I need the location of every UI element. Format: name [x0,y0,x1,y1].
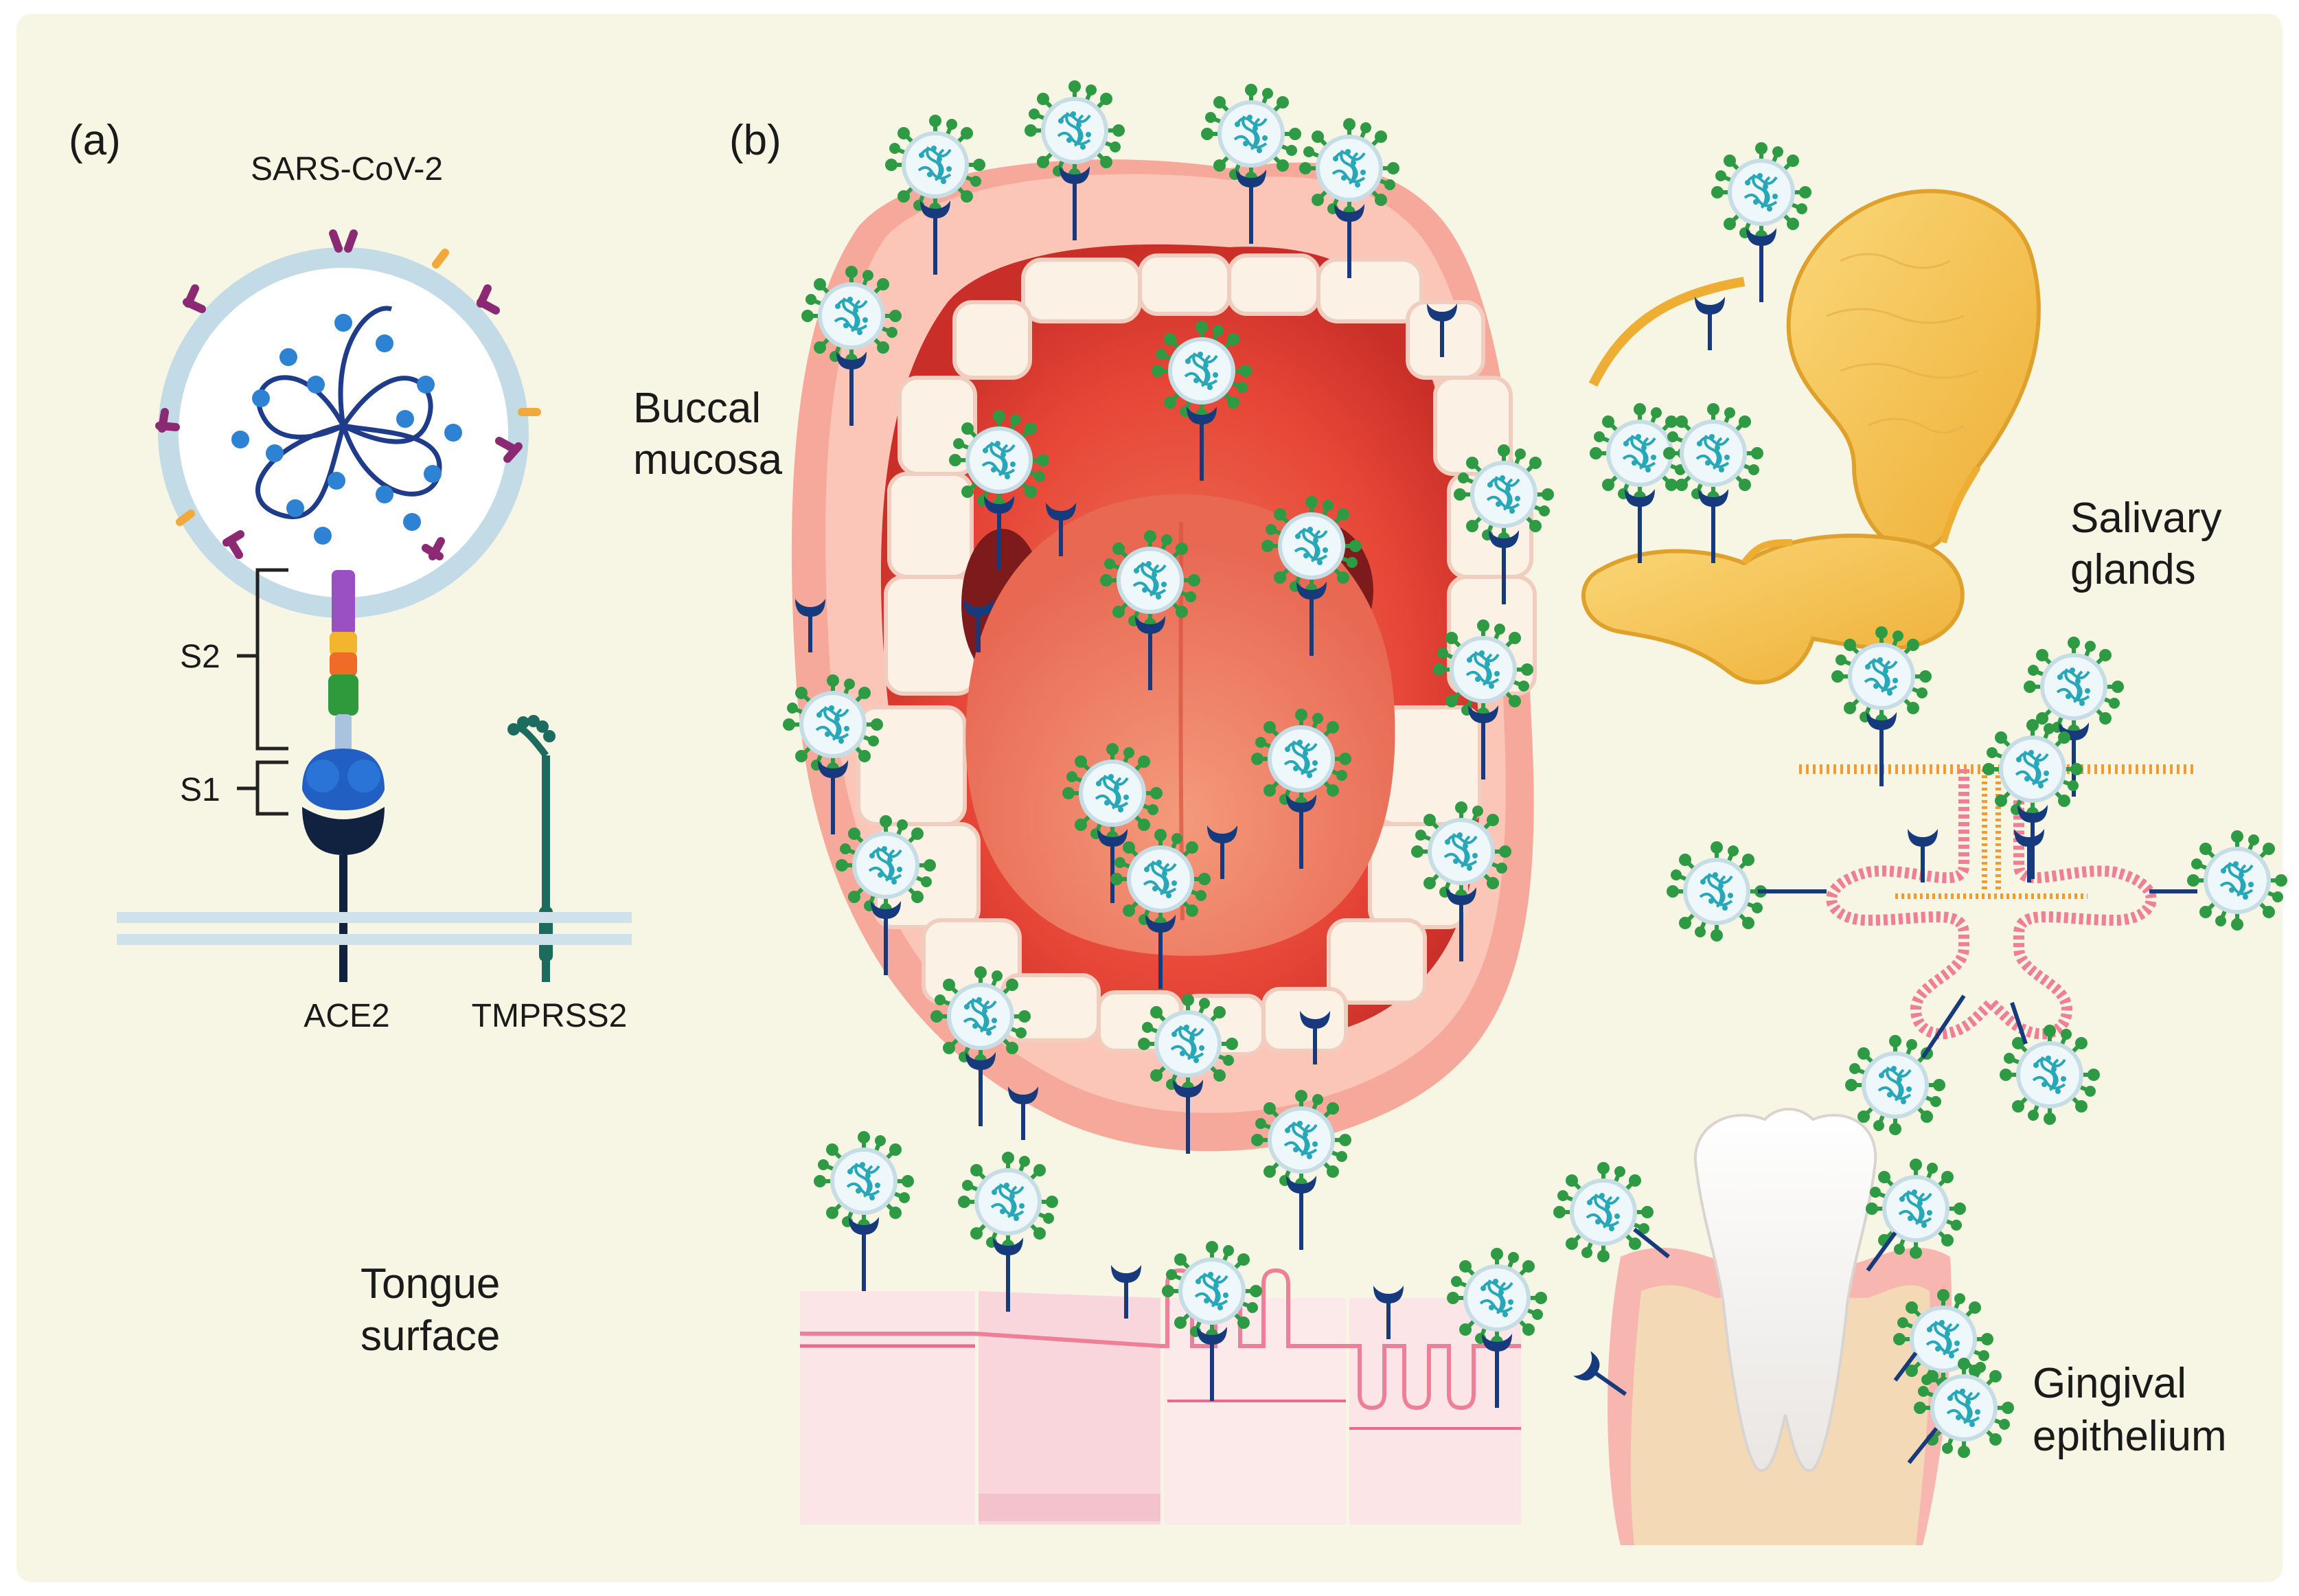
mouth-illustration [791,159,1537,1152]
epithelium-segment-3 [1164,1298,1346,1525]
tooth [1693,1108,1877,1472]
tongue-epithelium [800,1268,1521,1525]
epithelium-segment-2 [979,1291,1160,1525]
epithelium-segment-1 [800,1291,975,1525]
membrane-proteins [155,229,523,560]
envelope-proteins [176,249,541,526]
virus-label: SARS-CoV-2 [251,151,443,187]
tongue-label-line1: Tongue [361,1260,500,1308]
tmprss2-label: TMPRSS2 [472,998,628,1034]
salivary-glands [1581,189,2041,685]
gingival-virus-receptors [1555,1161,2012,1464]
s1-bracket [237,760,288,816]
panel-b-label: (b) [729,117,781,164]
gingival-label-line1: Gingival [2033,1360,2186,1407]
ace2-label: ACE2 [304,998,389,1034]
salivary-duct [1588,277,1746,387]
panel-b: (b) [361,82,2285,1545]
panel-a: (a) SARS-CoV-2 [69,117,632,1034]
tongue-label-line2: surface [361,1312,500,1360]
tooth-gingiva [1608,1108,1952,1545]
salivary-label-line1: Salivary [2070,494,2222,542]
gingival-label-line2: epithelium [2033,1413,2227,1460]
cell-membrane [117,912,632,945]
epithelium-segment-4 [1349,1298,1521,1525]
buccal-label-line1: Buccal [633,385,761,432]
acinus-virus-receptors [1669,628,2285,1133]
buccal-label-line2: mucosa [633,436,783,483]
acinus-lumen [1826,769,2157,1040]
panel-a-label: (a) [69,117,121,164]
s1-label: S1 [180,772,220,808]
s2-bracket [237,568,288,751]
spike-protein [302,570,385,810]
s2-label: S2 [180,639,220,675]
parotid-gland [1786,189,2041,552]
virion [155,229,541,618]
salivary-label-line2: glands [2070,546,2196,593]
rna-nodes [231,314,462,545]
